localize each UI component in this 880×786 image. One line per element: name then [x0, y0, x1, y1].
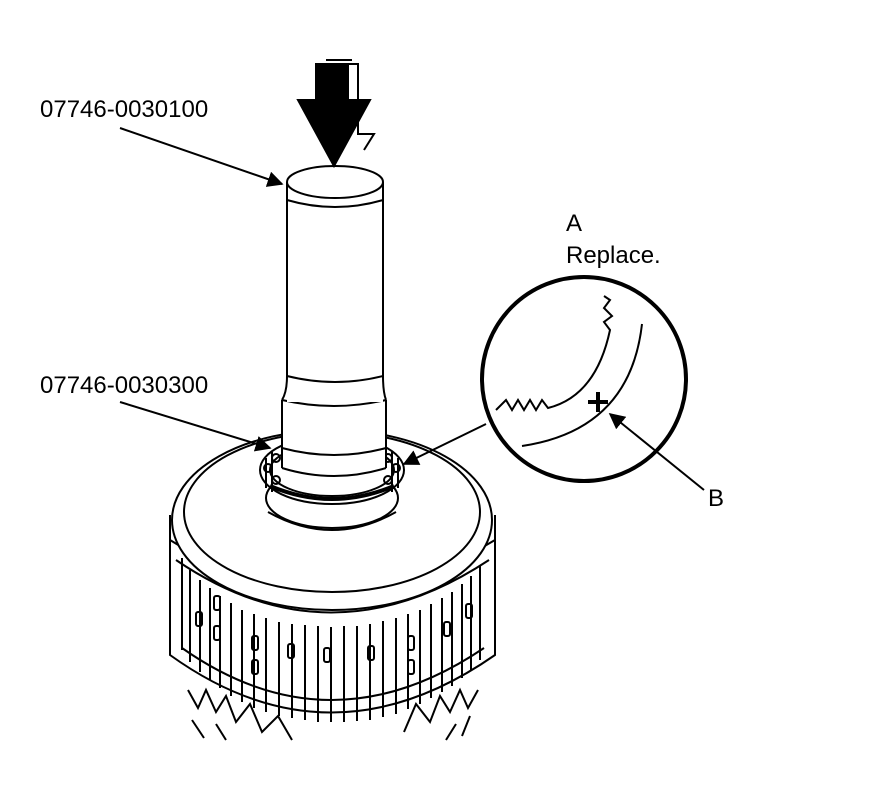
leader-tool-lower [119, 401, 272, 452]
tool-upper-label: 07746-0030100 [40, 96, 209, 123]
gear-teeth [187, 687, 479, 741]
leader-b [608, 412, 705, 491]
leader-tool-upper [119, 127, 284, 187]
drum-slots [195, 595, 473, 675]
callout-a-note: Replace. [566, 242, 661, 269]
callout-a-label: A [566, 210, 583, 237]
tool-lower-label: 07746-0030300 [40, 372, 209, 399]
press-arrow-icon [296, 59, 376, 169]
installer-attachment [281, 399, 387, 477]
detail-leader [402, 423, 487, 465]
callout-b-label: B [708, 485, 725, 512]
driver-shaft [281, 165, 387, 402]
detail-magnifier [480, 275, 688, 483]
